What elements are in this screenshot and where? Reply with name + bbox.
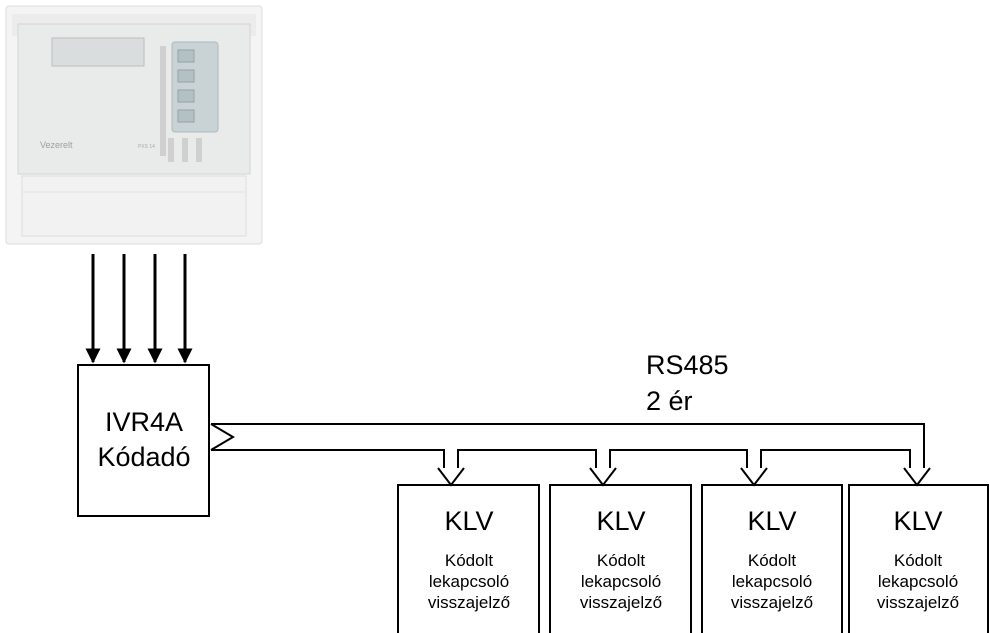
bus-wire-count: 2 ér xyxy=(646,386,693,416)
coder-box: IVR4A Kódadó xyxy=(77,364,210,517)
klv-line: Kódolt xyxy=(894,551,942,570)
klv-line: lekapcsoló xyxy=(732,572,812,591)
bus-arrow xyxy=(903,467,931,487)
coder-name: IVR4A xyxy=(105,407,183,437)
klv-line: lekapcsoló xyxy=(429,572,509,591)
device-brand: Vezerelt xyxy=(40,140,73,150)
bus-label: RS485 xyxy=(646,350,729,380)
klv-line: visszajelző xyxy=(877,593,959,612)
klv-line: Kódolt xyxy=(445,551,493,570)
klv-line: visszajelző xyxy=(580,593,662,612)
bus-arrow xyxy=(437,467,465,487)
klv-title: KLV xyxy=(596,506,645,536)
device-key xyxy=(177,89,195,103)
rs485-bus xyxy=(210,423,931,487)
device-key xyxy=(177,109,195,123)
device-model: PXS 14 xyxy=(138,144,155,150)
klv-module: KLV Kódolt lekapcsoló visszajelző xyxy=(397,484,540,633)
klv-module: KLV Kódolt lekapcsoló visszajelző xyxy=(701,484,843,633)
coder-subtitle: Kódadó xyxy=(97,442,190,472)
klv-line: lekapcsoló xyxy=(878,572,958,591)
klv-line: visszajelző xyxy=(731,593,813,612)
device-key xyxy=(177,69,195,83)
klv-line: visszajelző xyxy=(428,593,510,612)
klv-title: KLV xyxy=(893,506,942,536)
device-key xyxy=(177,49,195,63)
klv-module: KLV Kódolt lekapcsoló visszajelző xyxy=(549,484,692,633)
bus-arrow xyxy=(589,467,617,487)
device-indicator-leds xyxy=(160,46,202,162)
klv-line: Kódolt xyxy=(597,551,645,570)
klv-line: Kódolt xyxy=(748,551,796,570)
klv-module: KLV Kódolt lekapcsoló visszajelző xyxy=(848,484,989,633)
signal-wires xyxy=(85,254,193,364)
klv-title: KLV xyxy=(444,506,493,536)
klv-title: KLV xyxy=(747,506,796,536)
bus-arrow xyxy=(740,467,768,487)
klv-line: lekapcsoló xyxy=(581,572,661,591)
controller-device-image: Vezerelt PXS 14 xyxy=(5,5,263,245)
device-display xyxy=(51,37,145,67)
